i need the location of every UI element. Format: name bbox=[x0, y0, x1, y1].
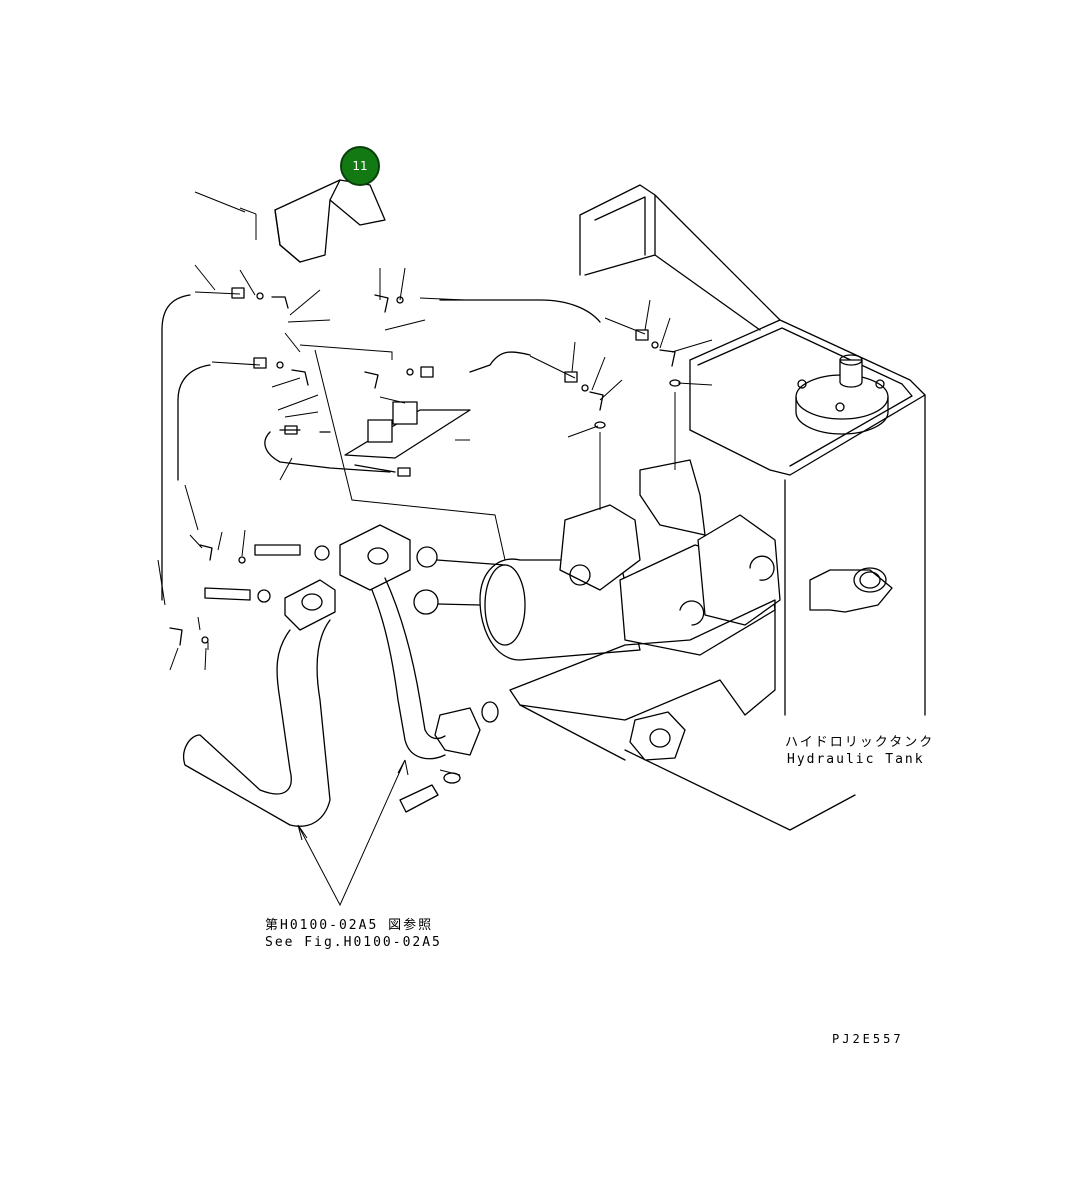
cooler-assembly bbox=[479, 459, 781, 761]
tank-label-jp: ハイドロリックタンク bbox=[785, 735, 935, 750]
cover-bracket bbox=[274, 179, 386, 263]
ref-label-en: See Fig.H0100-02A5 bbox=[265, 935, 442, 950]
valve-block bbox=[344, 401, 471, 477]
pipes bbox=[183, 577, 446, 827]
leader-lines bbox=[169, 191, 713, 907]
ref-label-jp: 第H0100-02A5 図参照 bbox=[265, 918, 434, 933]
tank-label-en: Hydraulic Tank bbox=[787, 752, 925, 767]
hoses-left bbox=[157, 287, 681, 813]
drawing-code: PJ2E557 bbox=[832, 1032, 904, 1046]
callout-11-button[interactable]: 11 bbox=[340, 146, 380, 186]
flanges bbox=[284, 524, 686, 761]
hydraulic-tank bbox=[579, 184, 926, 831]
